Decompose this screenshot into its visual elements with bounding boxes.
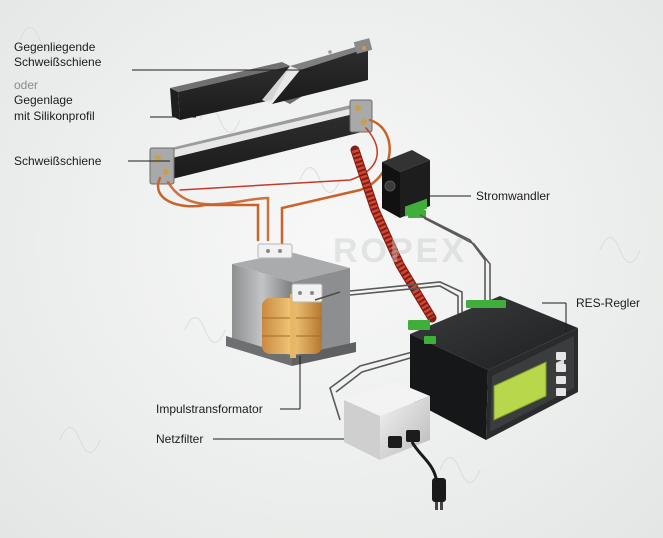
counter-weld-bar — [170, 38, 373, 120]
plug-icon — [432, 478, 446, 502]
label-weld-bar: Schweißschiene — [14, 154, 102, 168]
label-controller: RES-Regler — [576, 296, 641, 310]
leader-lines — [128, 69, 567, 440]
coil-cable — [350, 145, 437, 323]
watermark: ROPEX — [333, 232, 468, 270]
line-filter — [344, 382, 446, 510]
weld-bar — [149, 99, 373, 185]
label-current-transformer: Stromwandler — [476, 189, 551, 203]
label-counter-pad-2: mit Silikonprofil — [14, 109, 95, 123]
signal-wires — [329, 214, 491, 421]
current-transformer — [382, 150, 430, 218]
label-line-filter: Netzfilter — [156, 432, 204, 446]
label-impulse-transformer: Impulstransformator — [156, 402, 263, 416]
label-counter-pad-1: Gegenlage — [14, 93, 73, 107]
impulse-transformer — [226, 243, 356, 366]
res-controller — [408, 296, 578, 440]
label-or: oder — [14, 78, 39, 92]
label-counter-bar-2: Schweißschiene — [14, 55, 102, 69]
label-counter-bar-1: Gegenliegende — [14, 40, 96, 54]
background-waveform — [19, 26, 641, 484]
